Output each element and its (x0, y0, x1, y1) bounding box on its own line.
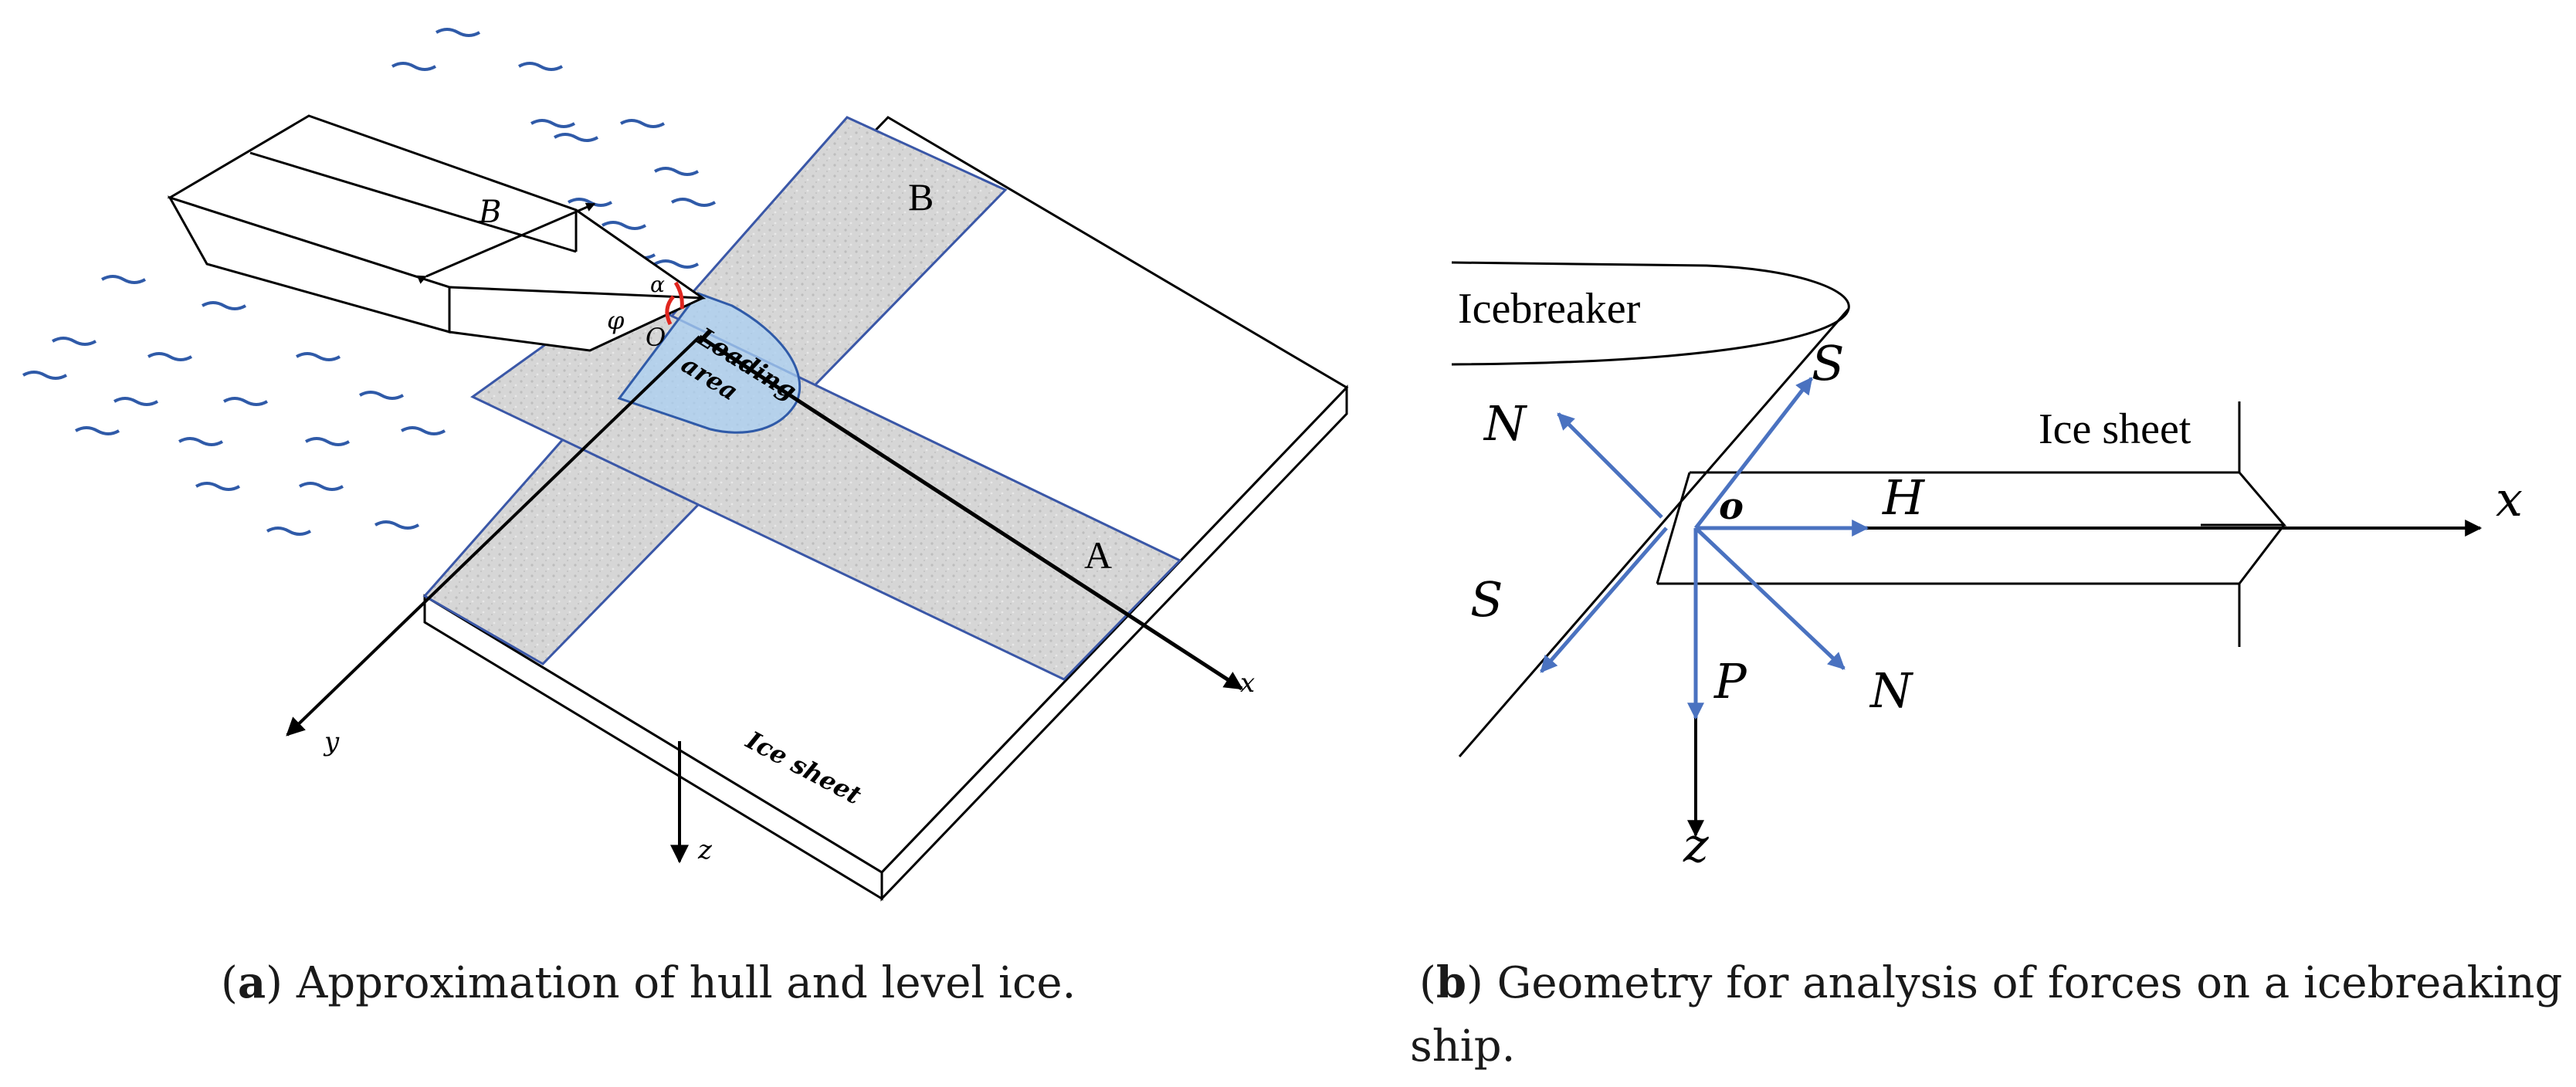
n-force-down-arrow (1694, 527, 1846, 670)
n-top-label: N (1483, 395, 1528, 452)
s-force-up-arrow (1694, 377, 1813, 530)
x-axis-label: x (1240, 668, 1255, 699)
phi-angle-mark (665, 295, 675, 326)
origin-label-b: o (1719, 485, 1744, 528)
caption-b-text: Geometry for analysis of forces on a ice… (1483, 958, 2563, 1008)
hull-deck (167, 114, 707, 310)
caption-b-line1: (b) Geometry for analysis of forces on a… (1419, 957, 2562, 1008)
alpha-label: α (650, 272, 665, 297)
bow-stem (1458, 308, 1850, 757)
panel-a: B α φ O Loading area B A x y z Ice sheet (22, 28, 1349, 902)
x-axis-label-b: x (2496, 471, 2523, 527)
s-top-label: S (1812, 335, 1844, 391)
z-axis-label-b: z (1683, 817, 1709, 873)
force-arrows (1540, 377, 1869, 720)
beam-dimension-arrow (416, 202, 596, 284)
phi-label: φ (607, 306, 625, 335)
hull-bow-side (448, 286, 703, 352)
s-force-down-arrow (1540, 527, 1668, 673)
origin-label: O (646, 323, 666, 352)
water-waves (22, 28, 716, 536)
x-axis (698, 334, 1244, 691)
ice-sheet-label-b: Ice sheet (2039, 405, 2191, 453)
ice-slab-right-face (880, 384, 1348, 902)
y-axis (286, 335, 701, 737)
y-axis-label: y (323, 726, 340, 757)
caption-a-text: Approximation of hull and level ice. (283, 958, 1076, 1008)
caption-a: (a) Approximation of hull and level ice. (221, 957, 1076, 1008)
beam-label: B (478, 195, 501, 230)
strip-a-label: A (1084, 533, 1112, 577)
strip-b-label: B (908, 175, 934, 218)
s-bottom-label: S (1470, 571, 1503, 628)
caption-b-letter: b (1436, 957, 1466, 1008)
icebreaker-label: Icebreaker (1458, 285, 1641, 333)
h-label: H (1882, 469, 1926, 526)
p-label: P (1713, 653, 1747, 709)
n-bottom-label: N (1869, 662, 1914, 719)
panel-b: Icebreaker Ice sheet S S N N H P o x z (1451, 261, 2523, 873)
caption-a-letter: a (238, 957, 266, 1008)
z-axis-label: z (697, 835, 713, 865)
n-force-up-arrow (1557, 412, 1663, 519)
alpha-angle-mark (673, 281, 684, 310)
caption-b-line2: ship. (1410, 1021, 1515, 1072)
